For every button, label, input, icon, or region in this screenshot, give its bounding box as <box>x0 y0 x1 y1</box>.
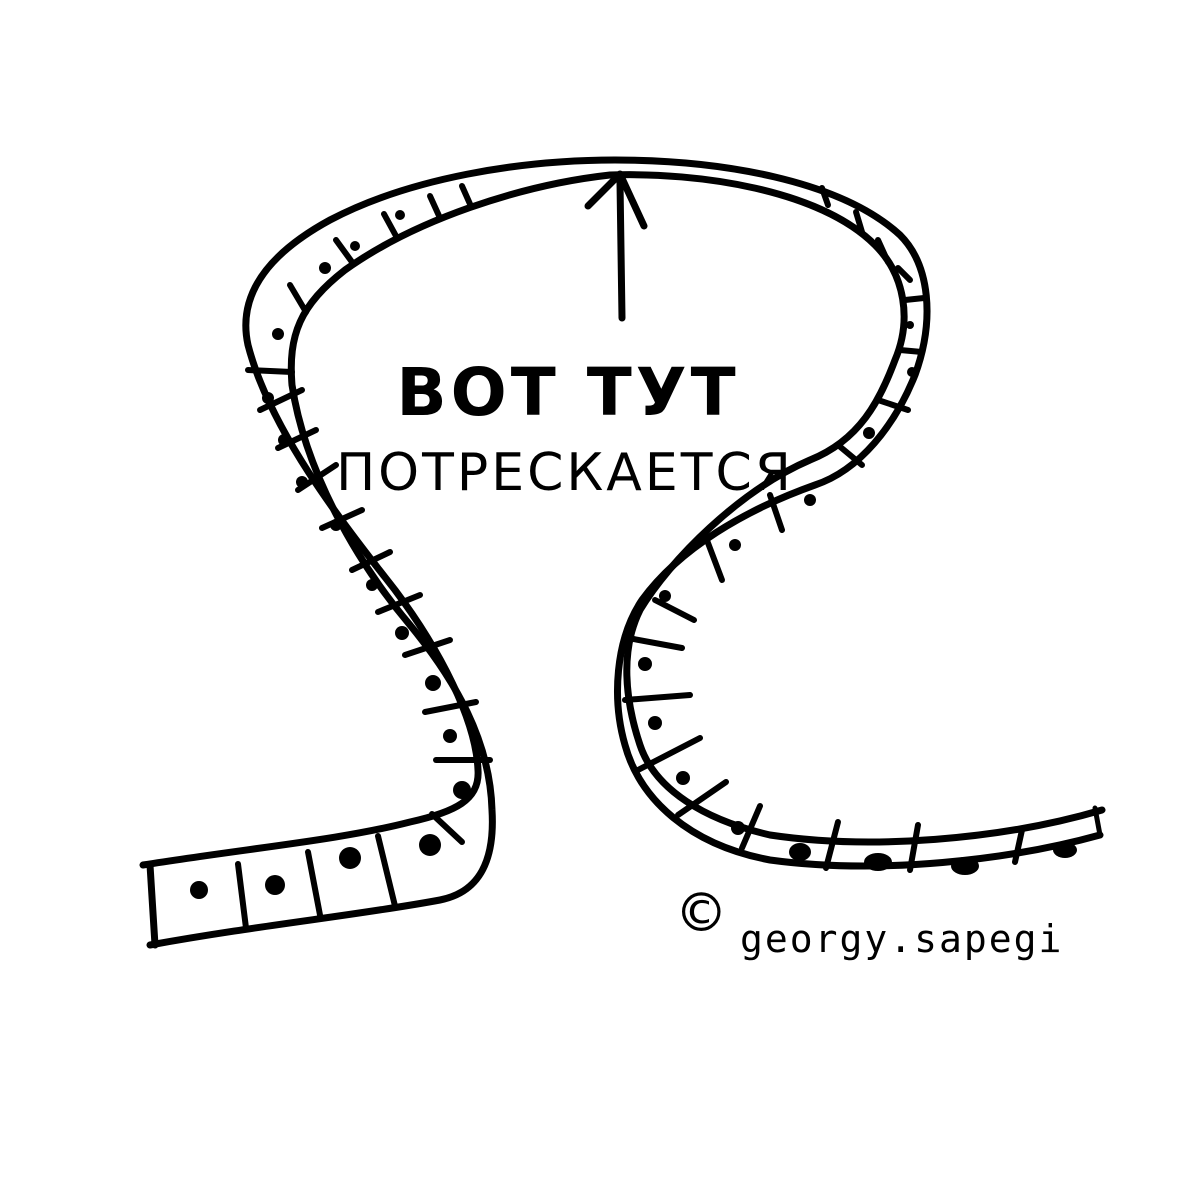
cell-divider <box>652 597 697 623</box>
cell-divider <box>402 637 453 658</box>
cell-nucleus <box>951 857 979 875</box>
cell-divider <box>257 387 305 413</box>
cell-nuclei <box>190 210 1077 899</box>
cell-divider <box>902 295 927 303</box>
cell-divider <box>381 211 399 239</box>
cell-nucleus <box>443 729 457 743</box>
cell-nucleus <box>1053 842 1077 858</box>
cell-divider <box>675 779 729 818</box>
cell-nucleus <box>864 853 892 871</box>
cell-nucleus <box>676 771 690 785</box>
cell-nucleus <box>190 881 208 899</box>
cell-nucleus <box>272 328 284 340</box>
cell-divider <box>319 507 365 531</box>
cell-nucleus <box>648 716 662 730</box>
cell-divider <box>835 442 865 468</box>
cell-nucleus <box>330 519 342 531</box>
annotation-line-2: ПОТРЕСКАЕТСЯ <box>336 443 794 503</box>
cell-divider <box>625 635 685 651</box>
cell-nucleus <box>339 847 361 869</box>
cell-divider <box>635 735 703 773</box>
cell-divider <box>333 237 355 265</box>
cell-divider <box>287 282 309 315</box>
cell-nucleus <box>731 821 745 835</box>
cell-nucleus <box>419 834 441 856</box>
cell-nucleus <box>659 590 671 602</box>
cell-divider <box>459 183 473 207</box>
cell-divider <box>305 849 323 918</box>
cell-nucleus <box>638 657 652 671</box>
signature: © georgy.sapegi <box>682 877 1063 961</box>
cell-nucleus <box>265 875 285 895</box>
tube <box>139 156 1106 949</box>
cell-divider <box>823 819 841 871</box>
cell-nucleus <box>395 210 405 220</box>
cell-divider <box>702 532 725 583</box>
copyright-symbol: © <box>682 877 721 951</box>
cell-nucleus <box>425 675 441 691</box>
cell-nucleus <box>395 626 409 640</box>
cell-dividers <box>235 183 1025 931</box>
tube-inner-wall <box>146 171 1106 949</box>
cell-nucleus <box>729 539 741 551</box>
cell-divider <box>739 803 763 851</box>
arrow-head <box>584 170 648 230</box>
cell-nucleus <box>296 476 308 488</box>
cell-divider <box>349 549 393 573</box>
cell-divider <box>375 833 398 909</box>
cell-divider <box>427 193 443 221</box>
cell-nucleus <box>350 241 360 251</box>
cell-divider <box>1012 827 1025 865</box>
cell-nucleus <box>906 321 914 329</box>
cell-nucleus <box>907 367 917 377</box>
cell-nucleus <box>278 434 290 446</box>
cell-nucleus <box>262 392 274 404</box>
cell-divider <box>422 699 479 715</box>
cell-divider <box>622 692 693 703</box>
signature-handle: georgy.sapegi <box>740 917 1063 961</box>
tube-left-end <box>146 861 159 949</box>
cell-divider <box>429 811 465 845</box>
cell-divider <box>767 492 785 533</box>
cell-divider <box>245 367 295 375</box>
cell-divider <box>853 209 865 235</box>
cell-divider <box>907 822 921 873</box>
cell-divider <box>897 347 925 355</box>
annotation-line-1: ВОТ ТУТ <box>396 354 739 431</box>
cell-nucleus <box>453 781 471 799</box>
cell-divider <box>875 397 911 413</box>
cell-nucleus <box>319 262 331 274</box>
pointer-arrow <box>584 170 648 322</box>
arrow-shaft <box>616 178 626 322</box>
cell-divider <box>819 185 831 208</box>
cell-divider <box>375 592 423 615</box>
cell-divider <box>235 861 249 931</box>
cell-nucleus <box>366 579 378 591</box>
cell-nucleus <box>863 427 875 439</box>
cell-divider <box>895 265 913 283</box>
tube-right-end <box>1092 805 1103 838</box>
cell-nucleus <box>789 843 811 861</box>
cell-nucleus <box>804 494 816 506</box>
cell-divider <box>875 237 891 265</box>
